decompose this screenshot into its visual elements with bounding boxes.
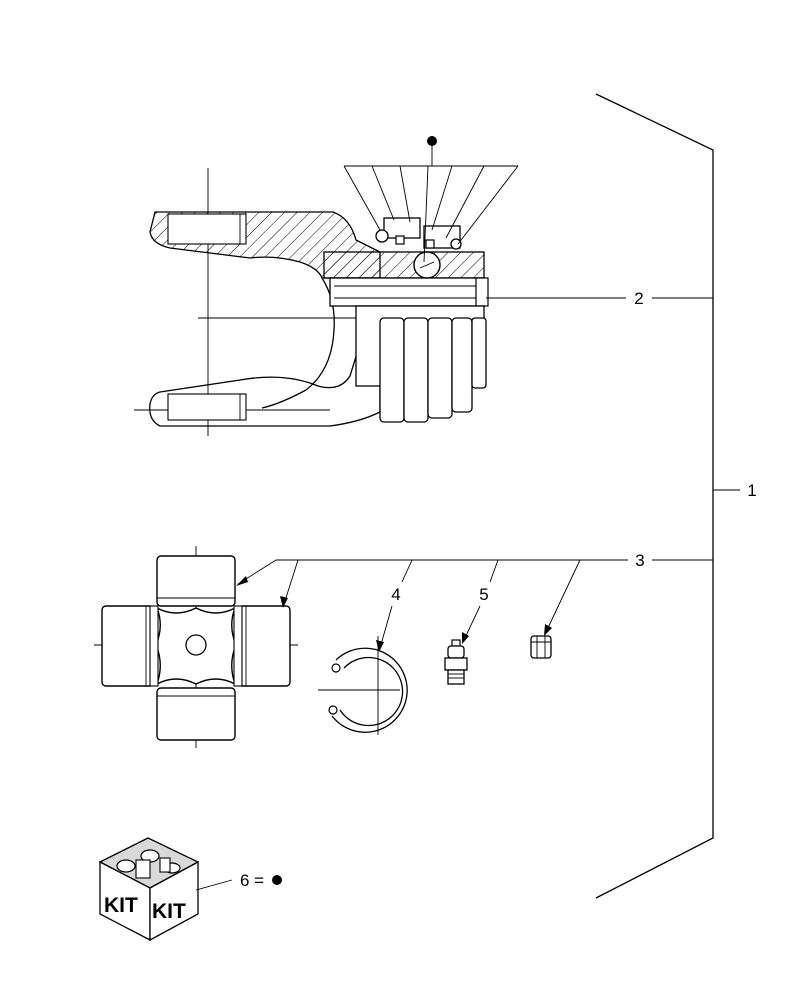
lock-collar-left xyxy=(383,217,421,239)
callout-3: 3 xyxy=(236,551,713,636)
callout-5-label: 5 xyxy=(479,585,488,604)
kit-dot-icon xyxy=(427,136,437,146)
callout-5: 5 xyxy=(462,559,499,644)
universal-joint-cross xyxy=(94,546,298,748)
yoke-throat xyxy=(261,277,335,409)
callout-2-label: 2 xyxy=(634,289,643,308)
lower-ear-bore xyxy=(167,393,247,421)
callout-4: 4 xyxy=(376,559,413,652)
bearing-cup-bottom xyxy=(156,687,236,741)
kit-box-icon: KIT KIT xyxy=(98,837,200,942)
grease-hole xyxy=(185,634,207,656)
lock-spring-left xyxy=(375,229,389,243)
collar-ring-2 xyxy=(403,317,429,423)
callout-6-label: 6 = xyxy=(240,871,264,890)
snap-ring-inner xyxy=(339,656,404,727)
assembly-bracket xyxy=(595,93,714,899)
kit-dot-legend-icon xyxy=(272,875,282,885)
callout-2: 2 xyxy=(486,289,713,308)
callout-1: 1 xyxy=(713,481,757,500)
grease-fitting xyxy=(444,639,468,685)
plug xyxy=(530,635,552,659)
snap-ring-eye-bottom xyxy=(328,705,338,715)
collar-ring-1 xyxy=(379,317,405,423)
callout-3-label: 3 xyxy=(635,551,644,570)
bearing-cup-top xyxy=(156,555,236,607)
callout-4-label: 4 xyxy=(391,585,400,604)
kit-label-right: KIT xyxy=(152,900,186,923)
collar-ring-4 xyxy=(451,317,473,413)
kit-box-right-face xyxy=(149,860,199,942)
hub-spline-bore xyxy=(329,277,485,307)
yoke-assembly xyxy=(134,168,489,436)
yoke-lower-arm xyxy=(149,349,381,427)
snap-ring-outer xyxy=(331,647,408,733)
callout-1-label: 1 xyxy=(747,481,756,500)
collar-ring-3 xyxy=(427,317,453,419)
snap-ring-eye-top xyxy=(331,663,341,673)
hub-section xyxy=(323,251,485,279)
snap-ring xyxy=(318,636,408,735)
callout-6: 6 = xyxy=(195,871,282,891)
upper-ear-bore xyxy=(167,213,247,245)
kit-label-left: KIT xyxy=(104,894,138,917)
kit-indicator-callout xyxy=(343,136,519,263)
